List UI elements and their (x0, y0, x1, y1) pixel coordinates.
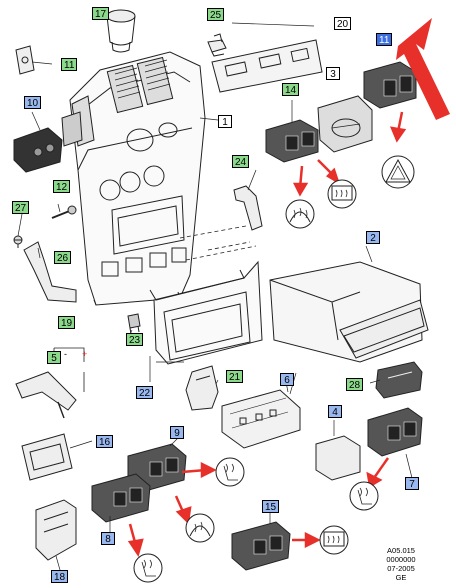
reference-block: A05.015 0000000 07-2005 GE (376, 546, 426, 582)
callout-16[interactable]: 16 (96, 435, 114, 448)
reference-date: 07-2005 (387, 564, 415, 573)
part-28-switch[interactable] (375, 361, 423, 399)
callout-28[interactable]: 28 (346, 378, 364, 391)
plus-symbol: + (82, 349, 87, 359)
callout-20[interactable]: 20 (334, 17, 352, 30)
part-16-bezel[interactable] (21, 433, 73, 481)
callout-11-selected[interactable]: 11 (376, 33, 393, 46)
reference-region: GE (395, 573, 407, 582)
part-10-switch[interactable] (13, 127, 63, 173)
callout-15[interactable]: 15 (262, 500, 280, 513)
heated-windscreen-icon (285, 199, 315, 229)
part-8-switch-pack[interactable] (91, 473, 151, 523)
callout-4[interactable]: 4 (328, 405, 342, 418)
part-21-bracket[interactable] (185, 365, 219, 411)
callout-17[interactable]: 17 (92, 7, 110, 20)
callout-5[interactable]: 5 (47, 351, 61, 364)
reference-code: A05.015 (387, 546, 415, 555)
part-11-switch[interactable] (363, 61, 417, 109)
callout-1[interactable]: 1 (218, 115, 232, 128)
part-24-bracket[interactable] (233, 185, 263, 231)
part-14-switch-pack[interactable] (265, 119, 319, 163)
heated-rear-window-icon (327, 179, 357, 209)
part-4-box[interactable] (315, 435, 361, 481)
part-17-cap[interactable] (106, 9, 136, 53)
heated-windscreen-icon-2 (185, 513, 215, 543)
callout-24[interactable]: 24 (232, 155, 250, 168)
callout-10[interactable]: 10 (24, 96, 42, 109)
minus-symbol: - (64, 349, 67, 359)
callout-25[interactable]: 25 (207, 8, 225, 21)
part-11-bracket[interactable] (15, 45, 35, 75)
part-2-storage-tray[interactable] (269, 261, 429, 363)
part-12-screw[interactable] (51, 205, 77, 219)
callout-27[interactable]: 27 (12, 201, 30, 214)
callout-14[interactable]: 14 (282, 83, 300, 96)
callout-23[interactable]: 23 (126, 333, 144, 346)
callout-26[interactable]: 26 (54, 251, 72, 264)
part-18-bracket[interactable] (35, 499, 77, 561)
highlight-arrow (396, 18, 450, 120)
callout-21[interactable]: 21 (226, 370, 244, 383)
reference-number: 0000000 (386, 555, 416, 564)
part-20-switch-bezel[interactable] (211, 39, 323, 93)
part-3-module[interactable] (317, 95, 373, 153)
part-15-switch-pack[interactable] (231, 521, 291, 571)
callout-18[interactable]: 18 (51, 570, 69, 583)
part-23-clip[interactable] (127, 313, 141, 335)
callout-9[interactable]: 9 (170, 426, 184, 439)
part-5-wire-harness[interactable] (15, 371, 77, 419)
callout-12[interactable]: 12 (53, 180, 71, 193)
part-22-mounting-frame[interactable] (149, 260, 263, 365)
callout-6[interactable]: 6 (280, 373, 294, 386)
heated-rear-window-icon-2 (319, 525, 349, 555)
callout-7[interactable]: 7 (405, 477, 419, 490)
part-26-side-trim[interactable] (23, 241, 77, 303)
callout-8[interactable]: 8 (101, 532, 115, 545)
callout-2[interactable]: 2 (366, 231, 380, 244)
centre-facia-panel[interactable] (69, 51, 206, 306)
heated-seat-icon-3 (349, 481, 379, 511)
callout-11[interactable]: 11 (61, 58, 78, 71)
callout-19[interactable]: 19 (58, 316, 76, 329)
part-25-clip[interactable] (207, 33, 227, 57)
part-6-module[interactable] (221, 389, 301, 449)
part-27-clip[interactable] (13, 235, 23, 248)
callout-22[interactable]: 22 (136, 386, 154, 399)
hazard-triangle-icon (381, 155, 415, 189)
heated-seat-icon (215, 457, 245, 487)
part-7-switch[interactable] (367, 407, 423, 457)
red-arrows (122, 111, 407, 557)
part-10-bracket[interactable] (61, 111, 83, 147)
callout-3[interactable]: 3 (326, 67, 340, 80)
heated-seat-icon-2 (133, 553, 163, 583)
